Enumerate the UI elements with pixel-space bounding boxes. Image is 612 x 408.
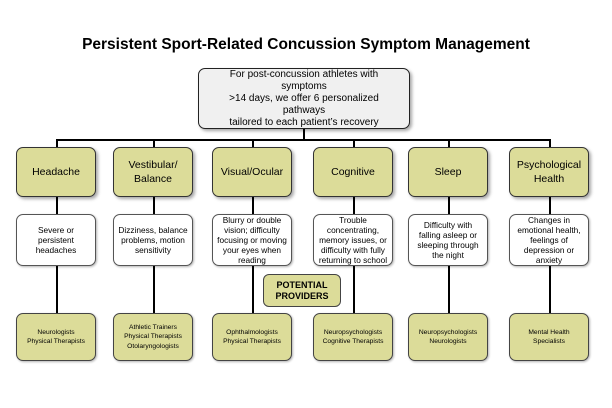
providers-vestibular-balance: Athletic Trainers Physical Therapists Ot… bbox=[113, 313, 193, 361]
symptoms-sleep: Difficulty with falling asleep or sleepi… bbox=[408, 214, 488, 266]
providers-sleep: Neuropsychologists Neurologists bbox=[408, 313, 488, 361]
symptoms-headache: Severe or persistent headaches bbox=[16, 214, 96, 266]
providers-headache: Neurologists Physical Therapists bbox=[16, 313, 96, 361]
root-box: For post-concussion athletes with sympto… bbox=[198, 68, 410, 129]
symptoms-psychological-health: Changes in emotional health, feelings of… bbox=[509, 214, 589, 266]
category-headache: Headache bbox=[16, 147, 96, 197]
branch-drop bbox=[448, 139, 450, 147]
symptoms-cognitive: Trouble concentrating, memory issues, or… bbox=[313, 214, 393, 266]
category-psychological-health: Psychological Health bbox=[509, 147, 589, 197]
providers-psychological-health: Mental Health Specialists bbox=[509, 313, 589, 361]
category-visual-ocular: Visual/Ocular bbox=[212, 147, 292, 197]
branch-drop bbox=[56, 139, 58, 147]
branch-drop bbox=[252, 139, 254, 147]
branch-drop bbox=[153, 139, 155, 147]
symptoms-visual-ocular: Blurry or double vision; difficulty focu… bbox=[212, 214, 292, 266]
branch-bar bbox=[56, 139, 550, 141]
providers-visual-ocular: Ophthalmologists Physical Therapists bbox=[212, 313, 292, 361]
symptoms-vestibular-balance: Dizziness, balance problems, motion sens… bbox=[113, 214, 193, 266]
category-vestibular-balance: Vestibular/ Balance bbox=[113, 147, 193, 197]
branch-drop bbox=[353, 139, 355, 147]
category-sleep: Sleep bbox=[408, 147, 488, 197]
diagram-title: Persistent Sport-Related Concussion Symp… bbox=[82, 36, 530, 53]
potential-providers-label: POTENTIAL PROVIDERS bbox=[263, 274, 341, 307]
root-connector bbox=[303, 129, 305, 140]
providers-cognitive: Neuropsychologists Cognitive Therapists bbox=[313, 313, 393, 361]
category-cognitive: Cognitive bbox=[313, 147, 393, 197]
branch-drop bbox=[549, 139, 551, 147]
